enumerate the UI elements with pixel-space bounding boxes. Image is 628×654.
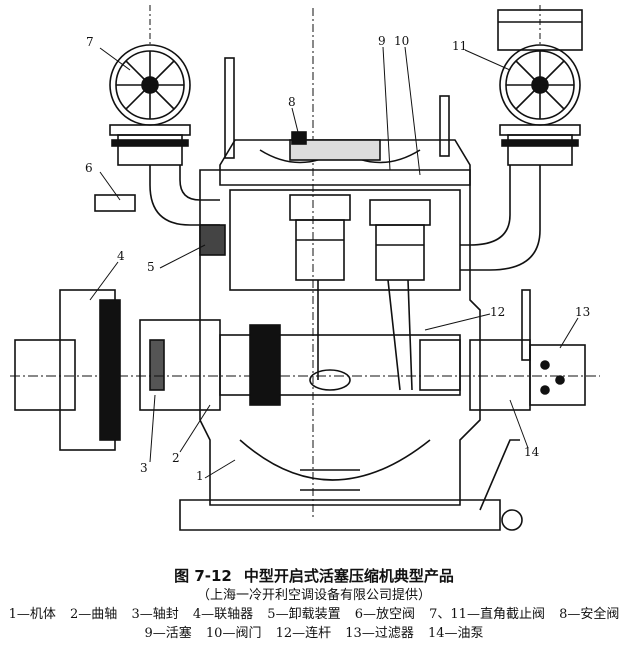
callout-5: 5 (147, 260, 155, 274)
callout-3: 3 (140, 461, 148, 475)
callout-1: 1 (196, 469, 204, 483)
legend-item: 13—过滤器 (345, 626, 414, 641)
legend-item: 1—机体 (8, 607, 56, 622)
legend-item: 5—卸载装置 (267, 607, 341, 622)
callout-4: 4 (117, 249, 125, 263)
figure-title: 中型开启式活塞压缩机典型产品 (243, 567, 454, 585)
legend-item: 3—轴封 (131, 607, 179, 622)
callout-13: 13 (575, 305, 590, 319)
callout-2: 2 (172, 451, 180, 465)
legend-item: 2—曲轴 (70, 607, 118, 622)
compressor-drawing: 7 6 4 5 8 9 10 11 12 13 14 3 2 1 (10, 5, 600, 531)
callout-14: 14 (524, 445, 540, 459)
legend-item: 9—活塞 (144, 626, 192, 641)
legend-item: 12—连杆 (275, 626, 332, 641)
callout-11: 11 (452, 39, 467, 53)
callout-6: 6 (85, 161, 93, 175)
figure-source: （上海一冷开利空调设备有限公司提供） (196, 588, 431, 603)
callout-12: 12 (490, 305, 505, 319)
legend-item: 14—油泵 (427, 626, 484, 641)
left-valve-handwheel (109, 44, 191, 166)
figure-number: 图 7-12 (174, 567, 232, 585)
callout-9: 9 (378, 34, 386, 48)
callout-7: 7 (86, 35, 94, 49)
legend-item: 4—联轴器 (192, 607, 254, 622)
caption-title-line: 图 7-12 中型开启式活塞压缩机典型产品 (0, 566, 628, 586)
legend-item: 6—放空阀 (354, 607, 415, 622)
callout-10: 10 (394, 34, 409, 48)
callout-8: 8 (288, 95, 296, 109)
right-valve-handwheel (497, 9, 583, 166)
legend-item: 10—阀门 (205, 626, 262, 641)
figure-legend: 1—机体 2—曲轴 3—轴封 4—联轴器 5—卸载装置 6—放空阀 7、11—直… (0, 605, 628, 643)
legend-item: 8—安全阀 (559, 607, 620, 622)
legend-item: 7、11—直角截止阀 (429, 607, 545, 622)
